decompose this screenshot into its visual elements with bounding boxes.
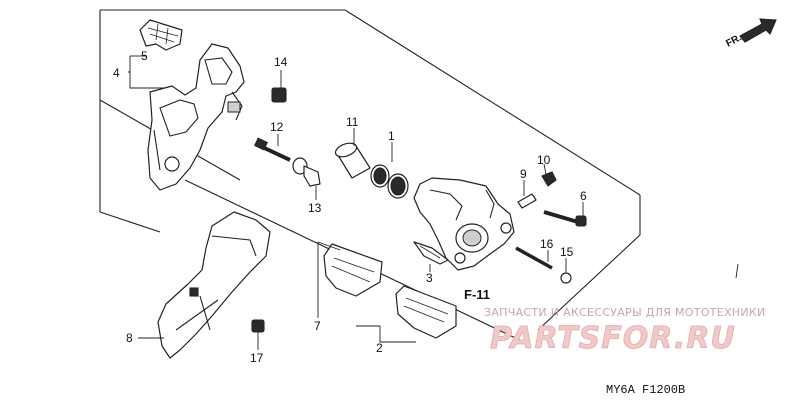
section-reference: F-11 — [464, 287, 490, 302]
pin-boot-13 — [292, 157, 321, 200]
callout-12: 12 — [270, 120, 284, 134]
callout-13: 13 — [308, 201, 322, 215]
callout-labels: 1 2 3 4 5 6 7 8 9 10 11 12 13 14 15 16 1… — [113, 49, 587, 365]
callout-6: 6 — [580, 189, 587, 203]
callout-16: 16 — [540, 237, 554, 251]
brake-pad-inner — [323, 243, 383, 297]
callout-4: 4 — [113, 66, 120, 80]
watermark-logo: PARTSFOR.RU — [490, 321, 736, 356]
callout-9: 9 — [520, 167, 527, 181]
callout-2: 2 — [376, 341, 383, 355]
front-direction-label: FR. — [724, 32, 744, 49]
front-direction-arrow: FR. — [724, 18, 777, 50]
leader-lines — [128, 55, 739, 343]
pad-pin-16 — [515, 246, 553, 270]
piston-seal-set — [370, 142, 409, 199]
brake-pad-outer — [395, 285, 457, 339]
caliper-bracket — [147, 43, 245, 191]
callout-5: 5 — [141, 49, 148, 63]
slide-pin-12 — [254, 134, 291, 162]
callout-14: 14 — [274, 55, 288, 69]
callout-10: 10 — [537, 153, 551, 167]
callout-11: 11 — [346, 115, 359, 129]
bolt-14 — [271, 70, 287, 103]
watermark: ЗАПЧАСТИ И АКСЕССУАРЫ ДЛЯ МОТОТЕХНИКИ PA… — [484, 306, 766, 356]
bleeder-screw — [517, 180, 537, 209]
guard-bolt-17 — [251, 319, 265, 350]
caliper-body — [413, 177, 515, 271]
callout-3: 3 — [426, 271, 433, 285]
callout-15: 15 — [560, 245, 574, 259]
callout-7: 7 — [314, 319, 321, 333]
caliper-bolt-6 — [543, 202, 587, 227]
watermark-caption: ЗАПЧАСТИ И АКСЕССУАРЫ ДЛЯ МОТОТЕХНИКИ — [484, 306, 766, 319]
callout-17: 17 — [250, 351, 264, 365]
pad-retainer-clip — [139, 19, 183, 51]
caliper-guard-plate — [157, 211, 271, 359]
pad-spring — [413, 241, 449, 265]
diagram-code: MY6A F1200B — [606, 383, 685, 397]
plug-screw-15 — [560, 258, 572, 284]
bleeder-cap — [541, 163, 557, 187]
callout-8: 8 — [126, 331, 133, 345]
callout-1: 1 — [388, 129, 395, 143]
caliper-piston — [334, 128, 371, 179]
